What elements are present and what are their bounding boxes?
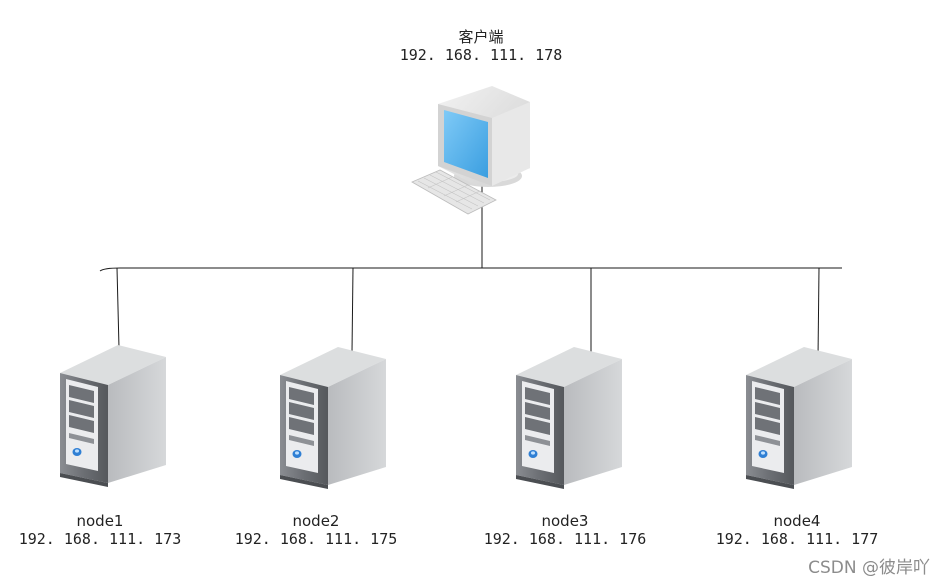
client-ip: 192. 168. 111. 178 [399,46,563,64]
watermark: CSDN @彼岸吖 [808,558,930,578]
node1-server-icon [60,345,166,487]
node1-label: node1 192. 168. 111. 173 [0,512,200,548]
node4-server-icon [746,347,852,489]
node4-name: node4 [773,512,821,530]
client-name: 客户端 [458,28,504,46]
node2-name: node2 [292,512,340,530]
node2-link [351,267,354,353]
bus-line [99,267,842,272]
node4-ip: 192. 168. 111. 177 [715,530,879,548]
node2-label: node2 192. 168. 111. 175 [216,512,416,548]
node4-link [817,267,820,359]
node2-server-icon [280,347,386,489]
client-computer-icon [411,86,530,215]
node3-server-icon [516,347,622,489]
node3-label: node3 192. 168. 111. 176 [465,512,665,548]
node3-name: node3 [541,512,589,530]
node2-ip: 192. 168. 111. 175 [234,530,398,548]
node1-ip: 192. 168. 111. 173 [18,530,182,548]
node4-label: node4 192. 168. 111. 177 [697,512,897,548]
node1-link [116,267,120,349]
node3-ip: 192. 168. 111. 176 [483,530,647,548]
node1-name: node1 [76,512,124,530]
client-label: 客户端 192. 168. 111. 178 [381,28,581,64]
